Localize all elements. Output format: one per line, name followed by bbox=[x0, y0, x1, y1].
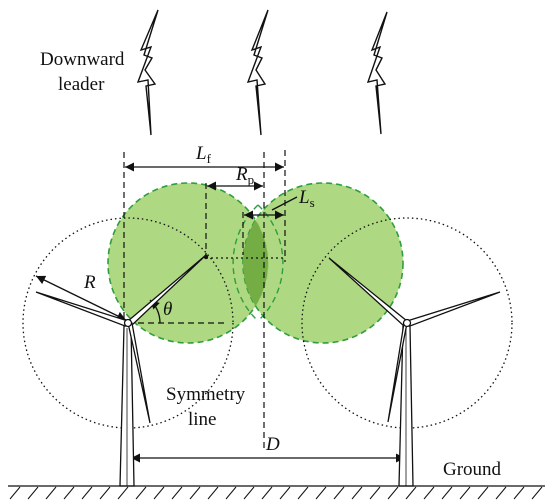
symmetry-line-label-line1: Symmetry bbox=[166, 384, 246, 405]
left-hub bbox=[123, 318, 133, 328]
overlap-outline bbox=[257, 204, 284, 322]
theta-label: θ bbox=[163, 299, 172, 320]
right-rotor-circle bbox=[301, 217, 513, 429]
rp-label-main: R bbox=[235, 164, 248, 185]
ls-label-sub: s bbox=[310, 195, 315, 210]
r-label: R bbox=[83, 272, 96, 293]
lf-label-main: L bbox=[195, 143, 207, 164]
right-hub bbox=[402, 318, 412, 328]
r-dimension bbox=[35, 275, 127, 321]
lf-label: Lf bbox=[195, 143, 212, 166]
symmetry-line-label-line2: line bbox=[188, 409, 217, 430]
ls-label: Ls bbox=[298, 187, 315, 210]
downward-leader-label-line2: leader bbox=[58, 74, 105, 95]
overlap-outline-2 bbox=[232, 204, 259, 322]
downward-leaders bbox=[136, 9, 388, 136]
wind-turbine-icon bbox=[328, 257, 501, 487]
ls-leader bbox=[271, 196, 298, 211]
ground-hatching bbox=[9, 486, 543, 500]
left-rotor-circle bbox=[22, 217, 234, 429]
lightning-bolt-icon bbox=[246, 9, 269, 136]
rp-label: Rp bbox=[235, 164, 254, 187]
ground bbox=[8, 485, 545, 500]
dimension-arrows bbox=[35, 162, 405, 463]
striking-spheres bbox=[107, 182, 404, 344]
right-blade-right bbox=[406, 291, 501, 327]
ls-label-main: L bbox=[298, 187, 310, 208]
left-blade-left bbox=[35, 291, 129, 327]
lf-label-sub: f bbox=[207, 151, 212, 166]
lightning-bolt-icon bbox=[136, 9, 159, 136]
rp-label-sub: p bbox=[248, 172, 255, 187]
downward-leader-label-line1: Downward bbox=[40, 49, 125, 70]
lightning-bolt-icon bbox=[366, 11, 388, 135]
d-label: D bbox=[265, 434, 280, 455]
blade-tip-point bbox=[203, 254, 209, 260]
ground-label: Ground bbox=[443, 459, 502, 480]
